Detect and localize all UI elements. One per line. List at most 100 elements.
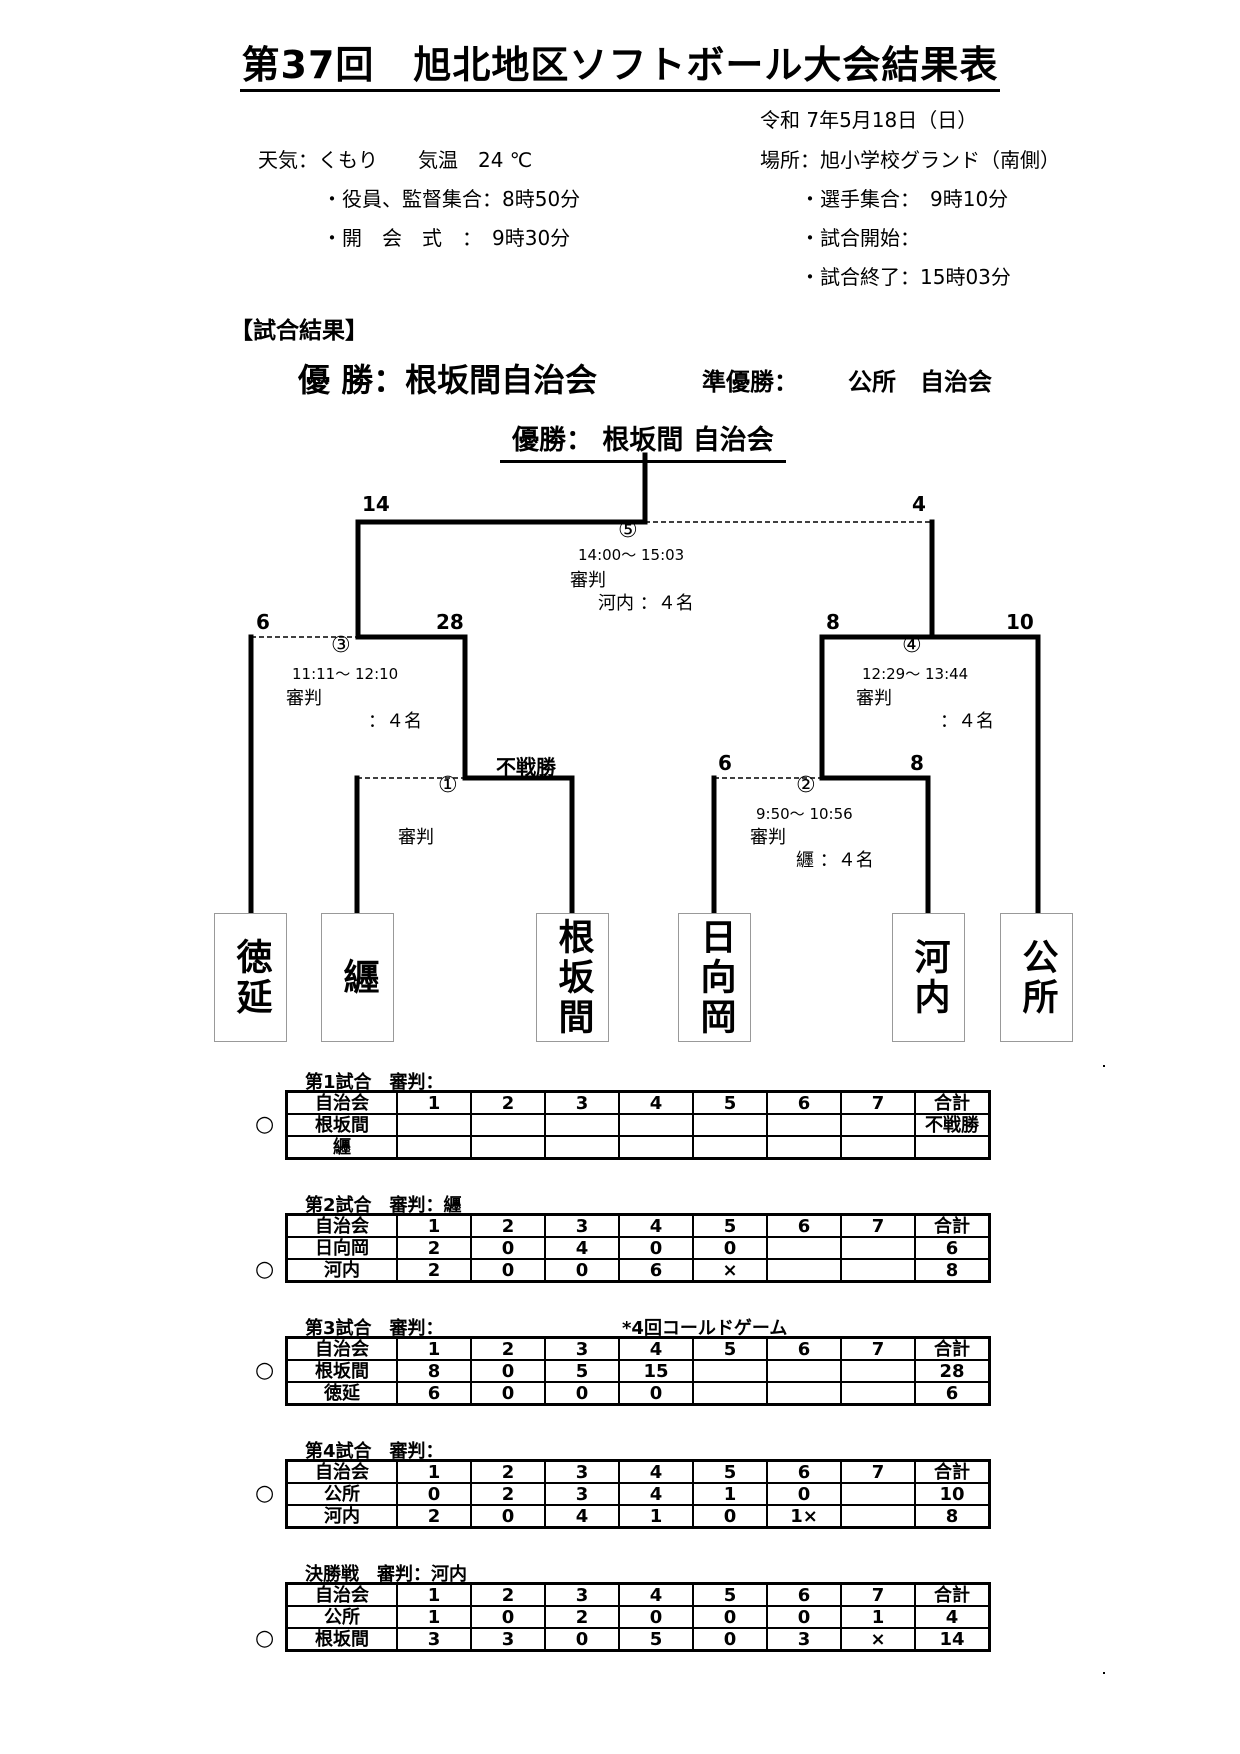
inning-cell: 0 — [470, 1258, 546, 1283]
inning-cell — [840, 1359, 916, 1383]
game1-number: ① — [438, 773, 458, 798]
team-cell: 自治会 — [285, 1336, 398, 1361]
inning-cell: 0 — [618, 1381, 694, 1406]
inning-cell: 2 — [396, 1258, 472, 1283]
inning-cell — [470, 1113, 546, 1137]
inning-cell: 2 — [470, 1482, 546, 1506]
inning-cell: 0 — [470, 1381, 546, 1406]
inning-cell: × — [692, 1258, 768, 1283]
inning-cell: 0 — [470, 1605, 546, 1629]
runner-up-label: 準優勝： — [702, 368, 798, 396]
inning-cell: 3 — [544, 1482, 620, 1506]
team-cell: 公所 — [285, 1482, 398, 1506]
final-umpire-label: 審判 — [570, 570, 606, 591]
team-cell: 公所 — [285, 1605, 398, 1629]
total-cell: 合計 — [914, 1090, 991, 1115]
team-cell: 自治会 — [285, 1090, 398, 1115]
opening-ceremony-time: ・開 会 式 ： 9時30分 — [322, 226, 571, 250]
team-name: 纒 — [337, 957, 379, 998]
inning-cell — [692, 1359, 768, 1383]
inning-cell: 4 — [618, 1213, 694, 1238]
total-cell: 14 — [914, 1627, 991, 1652]
inning-cell: 0 — [692, 1605, 768, 1629]
game4-umpire-label: 審判 — [856, 688, 892, 709]
inning-cell: 0 — [544, 1381, 620, 1406]
final-time: 14:00～ 15:03 — [578, 546, 685, 564]
inning-cell: 1 — [396, 1213, 472, 1238]
team-cell: 日向岡 — [285, 1236, 398, 1260]
inning-cell: 4 — [618, 1482, 694, 1506]
total-cell: 8 — [914, 1258, 991, 1283]
place: 場所：旭小学校グランド（南側） — [760, 148, 1060, 172]
total-cell: 8 — [914, 1504, 991, 1529]
inning-cell — [618, 1113, 694, 1137]
team-name: 根坂間 — [552, 917, 594, 1038]
inning-cell — [692, 1381, 768, 1406]
champion-line: 優 勝：根坂間自治会 — [298, 361, 598, 399]
inning-cell: 6 — [766, 1336, 842, 1361]
bracket-lines — [248, 452, 1041, 921]
team-box-matoi: 纒 — [321, 913, 394, 1042]
inning-cell — [692, 1135, 768, 1160]
total-cell: 6 — [914, 1236, 991, 1260]
inning-cell: 0 — [692, 1236, 768, 1260]
game2-right-score: 8 — [910, 751, 924, 775]
inning-cell: 0 — [470, 1236, 546, 1260]
inning-cell: 2 — [544, 1605, 620, 1629]
winner-mark: ○ — [255, 1358, 275, 1383]
inning-cell: 6 — [766, 1213, 842, 1238]
team-name: 日向岡 — [694, 917, 736, 1038]
inning-cell — [766, 1258, 842, 1283]
inning-cell: 0 — [470, 1504, 546, 1529]
inning-cell: 5 — [692, 1459, 768, 1484]
inning-cell: 0 — [470, 1359, 546, 1383]
team-box-hinataoka: 日向岡 — [678, 913, 751, 1042]
team-cell: 自治会 — [285, 1213, 398, 1238]
team-cell: 徳延 — [285, 1381, 398, 1406]
inning-cell: 4 — [618, 1582, 694, 1607]
inning-cell — [840, 1135, 916, 1160]
total-cell: 合計 — [914, 1213, 991, 1238]
inning-cell: 0 — [544, 1258, 620, 1283]
team-box-tokunobe: 徳延 — [214, 913, 287, 1042]
inning-cell: 7 — [840, 1336, 916, 1361]
total-cell: 合計 — [914, 1459, 991, 1484]
inning-cell: 6 — [766, 1459, 842, 1484]
inning-cell: 2 — [396, 1236, 472, 1260]
game2-umpire-label: 審判 — [750, 827, 786, 848]
final-umpire: 河内 ：４名 — [598, 593, 694, 614]
total-cell: 28 — [914, 1359, 991, 1383]
game2-umpire: 纒 ：４名 — [796, 850, 874, 871]
winner-mark: ○ — [255, 1112, 275, 1137]
inning-cell: 4 — [544, 1504, 620, 1529]
inning-cell — [840, 1504, 916, 1529]
game3-number: ③ — [331, 633, 351, 658]
runner-up-name: 公所 自治会 — [848, 368, 992, 396]
inning-cell — [692, 1113, 768, 1137]
team-name: 河内 — [908, 937, 950, 1018]
total-cell: 合計 — [914, 1582, 991, 1607]
inning-cell: 1 — [396, 1090, 472, 1115]
game4-right-score: 10 — [1006, 610, 1034, 634]
game2-left-score: 6 — [718, 751, 732, 775]
inning-cell: 3 — [396, 1627, 472, 1652]
stray-dot — [1103, 1672, 1105, 1674]
team-name: 公所 — [1016, 937, 1058, 1018]
inning-cell: 1 — [396, 1336, 472, 1361]
inning-cell: 6 — [766, 1582, 842, 1607]
team-box-nesakama: 根坂間 — [536, 913, 609, 1042]
inning-cell: 3 — [544, 1213, 620, 1238]
inning-cell: 0 — [692, 1627, 768, 1652]
game2-time: 9:50～ 10:56 — [756, 805, 853, 823]
total-cell: 不戦勝 — [914, 1113, 991, 1137]
inning-cell — [766, 1113, 842, 1137]
inning-cell — [766, 1236, 842, 1260]
